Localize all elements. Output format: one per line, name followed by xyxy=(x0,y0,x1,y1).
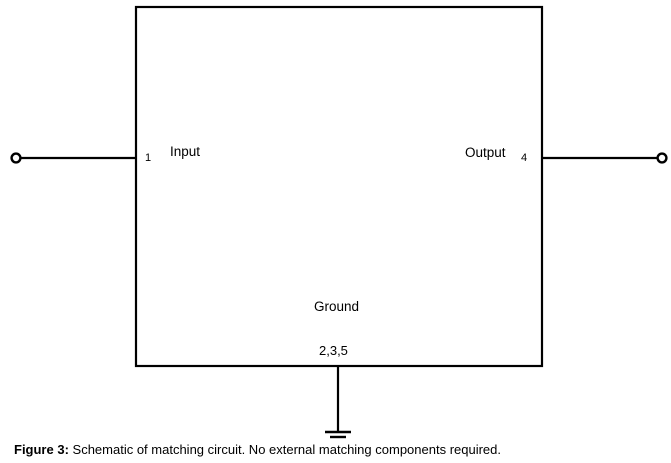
circuit-schematic xyxy=(10,5,668,439)
ground-pin-numbers: 2,3,5 xyxy=(319,343,348,358)
output-pin-number: 4 xyxy=(521,152,528,164)
figure-caption-label: Figure 3: xyxy=(14,442,69,457)
component-body-box xyxy=(134,5,544,368)
output-terminal-node xyxy=(656,152,668,164)
input-port-label: Input xyxy=(170,144,201,159)
figure-caption: Figure 3: Schematic of matching circuit.… xyxy=(14,442,501,458)
input-terminal-node xyxy=(10,152,22,164)
figure-caption-text: Schematic of matching circuit. No extern… xyxy=(68,442,501,457)
output-port-label: Output xyxy=(465,145,506,160)
input-pin-number: 1 xyxy=(145,152,152,164)
ground-port-label: Ground xyxy=(314,299,360,314)
ground-symbol xyxy=(325,430,351,439)
